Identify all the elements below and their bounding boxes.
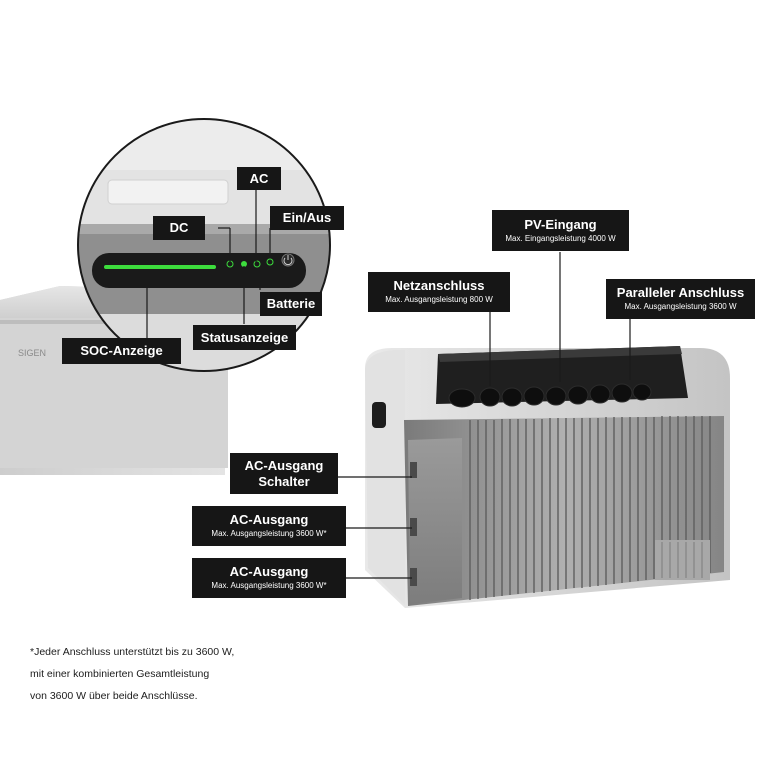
leader-lines [146,190,631,579]
handle [372,402,386,428]
battery-led [266,258,274,266]
footnote-line-3: von 3600 W über beide Anschlüsse. [30,690,198,702]
callout-soc-anzeige: SOC-Anzeige [62,338,181,364]
callout-ac-ausgang-2: AC-Ausgang Max. Ausgangsleistung 3600 W* [192,558,346,598]
callout-paralleler-anschluss: Paralleler Anschluss Max. Ausgangsleistu… [606,279,755,319]
connector-row [448,383,652,408]
callout-ein-aus-title: Ein/Aus [282,210,332,225]
callout-statusanzeige: Statusanzeige [193,325,296,350]
callout-dc-title: DC [169,220,189,235]
heat-sink [404,416,724,606]
callout-netzanschluss: Netzanschluss Max. Ausgangsleistung 800 … [368,272,510,312]
callout-statusanzeige-title: Statusanzeige [200,329,289,345]
callout-paralleler-anschluss-sub: Max. Ausgangsleistung 3600 W [624,302,737,311]
callout-ac-ausgang-schalter: AC-Ausgang Schalter [230,453,338,494]
callout-ac-ausgang-schalter-line1: AC-Ausgang [244,457,324,473]
footnote: *Jeder Anschluss unterstützt bis zu 3600… [30,641,234,707]
callout-ac-ausgang-2-title: AC-Ausgang [229,564,309,579]
front-output-panel [408,438,462,604]
callout-netzanschluss-title: Netzanschluss [393,278,485,293]
display-bar [92,253,306,288]
callout-dc: DC [153,216,205,240]
callout-batterie: Batterie [260,292,322,316]
callout-batterie-title: Batterie [266,296,316,311]
soc-led-bar [104,265,216,269]
footnote-line-1: *Jeder Anschluss unterstützt bis zu 3600… [30,646,235,658]
callout-pv-eingang: PV-Eingang Max. Eingangsleistung 4000 W [492,210,629,251]
callout-ac-ausgang-2-sub: Max. Ausgangsleistung 3600 W* [211,581,327,590]
brand-mark: SIGEN [18,348,46,358]
callout-paralleler-anschluss-title: Paralleler Anschluss [616,285,745,300]
callout-ein-aus: Ein/Aus [270,206,344,230]
main-unit [365,346,730,608]
callout-netzanschluss-sub: Max. Ausgangsleistung 800 W [385,295,493,304]
status-led [241,261,247,267]
callout-ac-ausgang-schalter-line2: Schalter [258,473,310,489]
callout-ac-ausgang-1-title: AC-Ausgang [229,512,309,527]
callout-pv-eingang-title: PV-Eingang [524,216,597,232]
callout-ac-ausgang-1-sub: Max. Ausgangsleistung 3600 W* [211,529,327,538]
callout-soc-anzeige-title: SOC-Anzeige [80,343,163,358]
callout-pv-eingang-sub: Max. Eingangsleistung 4000 W [505,233,616,243]
callout-ac-ausgang-1: AC-Ausgang Max. Ausgangsleistung 3600 W* [192,506,346,546]
footnote-line-2: mit einer kombinierten Gesamtleistung [30,668,210,680]
callout-ac: AC [237,167,281,190]
mount-bracket [655,540,710,580]
callout-ac-title: AC [249,170,269,186]
ac-led [253,260,261,268]
